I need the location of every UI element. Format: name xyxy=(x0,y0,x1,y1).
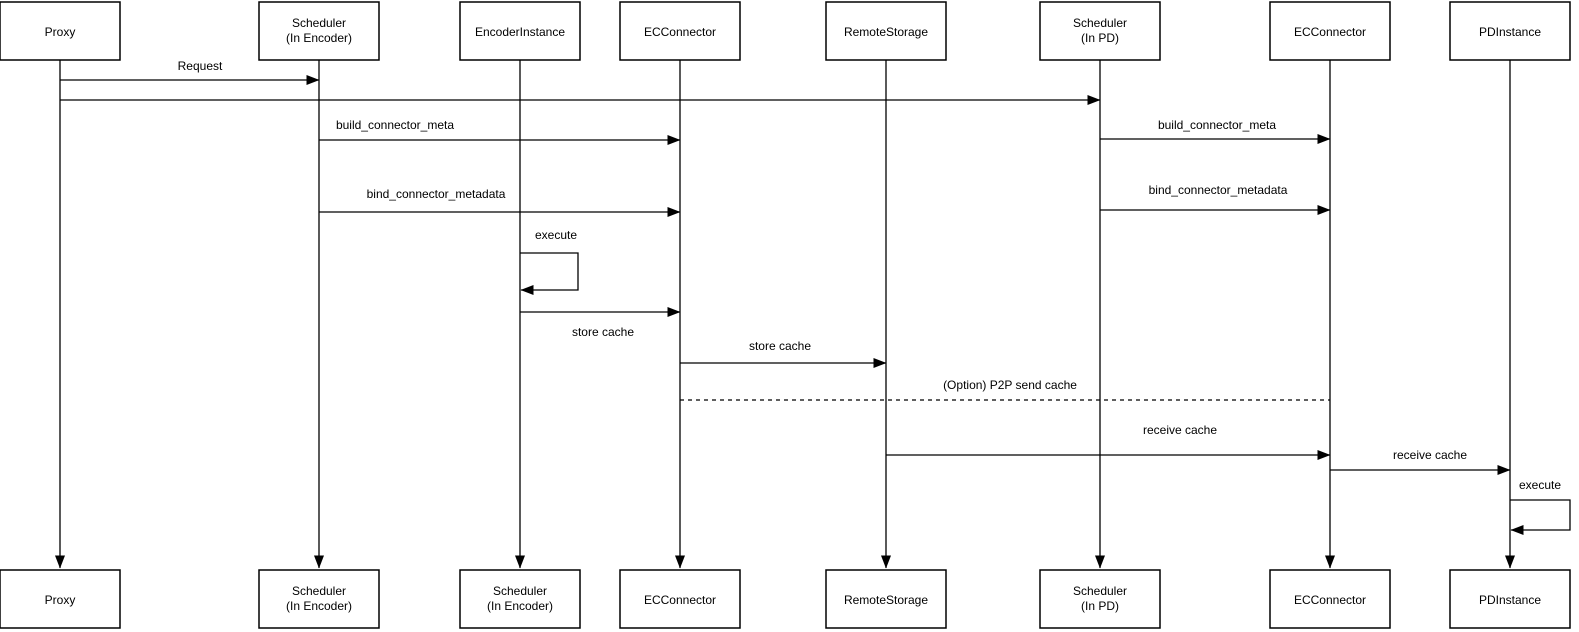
bottom-box-label-scheduler-in-encoder: Scheduler(In Encoder) xyxy=(286,584,352,613)
top-box-label-proxy: Proxy xyxy=(45,25,76,39)
message-request: Request xyxy=(60,59,320,85)
message-bind-connector-metadata-pd: bind_connector_metadata xyxy=(1100,183,1331,215)
top-box-label-line-scheduler-in-encoder: Scheduler xyxy=(292,16,346,30)
top-box-label-pd-instance: PDInstance xyxy=(1479,25,1541,39)
message-receive-cache-to-pd: receive cache xyxy=(1330,448,1511,475)
bottom-box-label-line-ec-connector-encoder: ECConnector xyxy=(644,593,716,607)
top-box-scheduler-in-encoder xyxy=(258,1,380,61)
bottom-box-label-line-scheduler-in-encoder: Scheduler xyxy=(292,584,346,598)
bottom-box-label-scheduler-in-pd: Scheduler(In PD) xyxy=(1073,584,1127,613)
bottom-box-label-line-scheduler-in-pd: (In PD) xyxy=(1081,599,1119,613)
bottom-box-label-line-pd-instance: PDInstance xyxy=(1479,593,1541,607)
self-loop-path-encoder-execute xyxy=(520,252,579,295)
bottom-box-label-encoder-instance: Scheduler(In Encoder) xyxy=(487,584,553,613)
message-label-connector-store-cache: store cache xyxy=(749,339,811,353)
top-box-label-remote-storage: RemoteStorage xyxy=(844,25,928,39)
message-label-p2p-send-cache: (Option) P2P send cache xyxy=(943,378,1077,392)
message-encoder-store-cache: store cache xyxy=(520,307,681,339)
message-connector-store-cache: store cache xyxy=(680,339,887,368)
top-box-scheduler-in-pd xyxy=(1039,1,1161,61)
top-box-label-line-ec-connector-pd: ECConnector xyxy=(1294,25,1366,39)
bottom-box-label-line-encoder-instance: (In Encoder) xyxy=(487,599,553,613)
top-box-label-line-pd-instance: PDInstance xyxy=(1479,25,1541,39)
bottom-box-label-proxy: Proxy xyxy=(45,593,76,607)
self-loop-path-pd-execute xyxy=(1510,499,1571,535)
top-box-label-line-scheduler-in-pd: Scheduler xyxy=(1073,16,1127,30)
self-loop-label-pd-execute: execute xyxy=(1519,478,1561,492)
top-box-remote-storage xyxy=(825,1,947,61)
bottom-box-ec-connector-pd xyxy=(1269,569,1391,629)
message-p2p-send-cache: (Option) P2P send cache xyxy=(680,378,1330,401)
top-box-label-line-scheduler-in-pd: (In PD) xyxy=(1081,31,1119,45)
message-label-build-connector-meta-pd: build_connector_meta xyxy=(1158,118,1276,132)
message-build-connector-meta-encoder: build_connector_meta xyxy=(319,118,681,145)
top-box-label-line-encoder-instance: EncoderInstance xyxy=(475,25,565,39)
bottom-box-scheduler-in-pd xyxy=(1039,569,1161,629)
actor-scheduler-in-pd: Scheduler(In PD)Scheduler(In PD) xyxy=(1039,1,1161,629)
top-box-label-line-remote-storage: RemoteStorage xyxy=(844,25,928,39)
bottom-box-label-ec-connector-pd: ECConnector xyxy=(1294,593,1366,607)
top-box-label-line-ec-connector-encoder: ECConnector xyxy=(644,25,716,39)
bottom-box-scheduler-in-encoder xyxy=(258,569,380,629)
top-box-ec-connector-pd xyxy=(1269,1,1391,61)
self-loop-label-encoder-execute: execute xyxy=(535,228,577,242)
message-label-encoder-store-cache: store cache xyxy=(572,325,634,339)
top-box-label-line-scheduler-in-encoder: (In Encoder) xyxy=(286,31,352,45)
top-box-proxy xyxy=(0,1,121,61)
bottom-box-label-pd-instance: PDInstance xyxy=(1479,593,1541,607)
message-label-receive-cache-to-pd: receive cache xyxy=(1393,448,1467,462)
message-label-bind-connector-metadata-encoder: bind_connector_metadata xyxy=(367,187,506,201)
bottom-box-encoder-instance xyxy=(459,569,581,629)
bottom-box-label-line-scheduler-in-pd: Scheduler xyxy=(1073,584,1127,598)
message-receive-cache-from-storage: receive cache xyxy=(886,423,1331,460)
top-box-label-scheduler-in-encoder: Scheduler(In Encoder) xyxy=(286,16,352,45)
bottom-box-proxy xyxy=(0,569,121,629)
top-box-label-ec-connector-pd: ECConnector xyxy=(1294,25,1366,39)
bottom-box-label-ec-connector-encoder: ECConnector xyxy=(644,593,716,607)
bottom-box-label-line-ec-connector-pd: ECConnector xyxy=(1294,593,1366,607)
bottom-box-ec-connector-encoder xyxy=(619,569,741,629)
self-loop-pd-execute: execute xyxy=(1510,478,1571,535)
actor-scheduler-in-encoder: Scheduler(In Encoder)Scheduler(In Encode… xyxy=(258,1,380,629)
message-label-build-connector-meta-encoder: build_connector_meta xyxy=(336,118,454,132)
message-bind-connector-metadata-encoder: bind_connector_metadata xyxy=(319,187,681,217)
self-loop-encoder-execute: execute xyxy=(520,228,579,295)
top-box-label-line-proxy: Proxy xyxy=(45,25,76,39)
top-box-label-ec-connector-encoder: ECConnector xyxy=(644,25,716,39)
message-label-bind-connector-metadata-pd: bind_connector_metadata xyxy=(1149,183,1288,197)
bottom-box-pd-instance xyxy=(1449,569,1571,629)
top-box-label-scheduler-in-pd: Scheduler(In PD) xyxy=(1073,16,1127,45)
bottom-box-remote-storage xyxy=(825,569,947,629)
message-label-request: Request xyxy=(178,59,223,73)
bottom-box-label-line-encoder-instance: Scheduler xyxy=(493,584,547,598)
bottom-box-label-line-scheduler-in-encoder: (In Encoder) xyxy=(286,599,352,613)
top-box-pd-instance xyxy=(1449,1,1571,61)
message-label-receive-cache-from-storage: receive cache xyxy=(1143,423,1217,437)
bottom-box-label-line-remote-storage: RemoteStorage xyxy=(844,593,928,607)
top-box-encoder-instance xyxy=(459,1,581,61)
top-box-ec-connector-encoder xyxy=(619,1,741,61)
bottom-box-label-line-proxy: Proxy xyxy=(45,593,76,607)
top-box-label-encoder-instance: EncoderInstance xyxy=(475,25,565,39)
bottom-box-label-remote-storage: RemoteStorage xyxy=(844,593,928,607)
message-build-connector-meta-pd: build_connector_meta xyxy=(1100,118,1331,144)
